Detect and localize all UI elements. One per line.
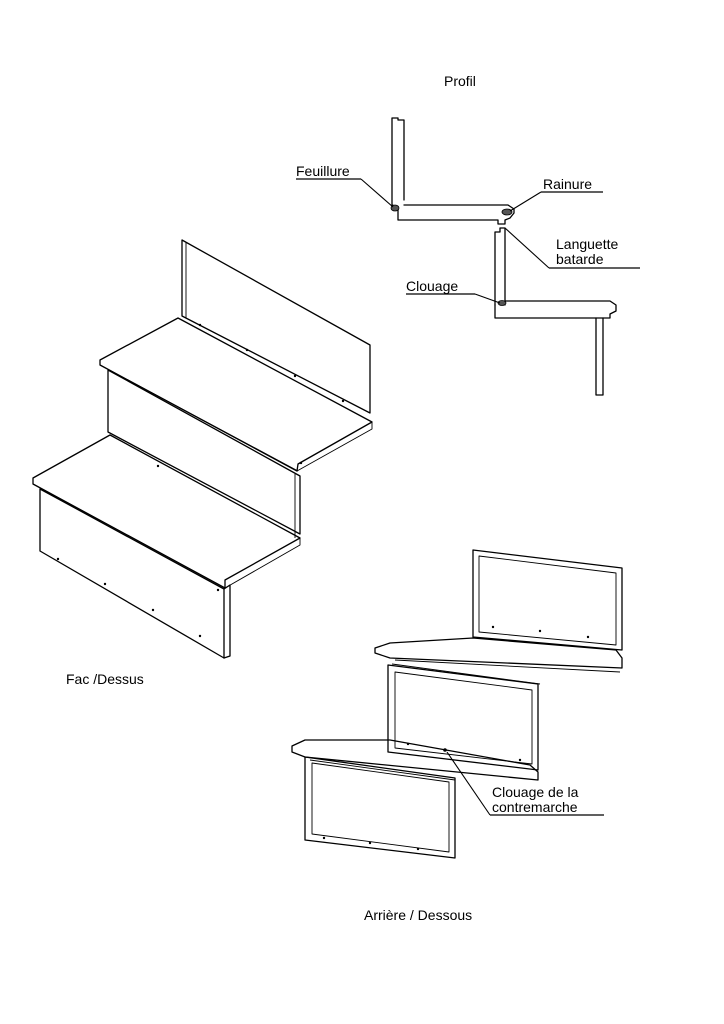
front-upper-tread-end [296, 422, 373, 472]
front-upper-tread-nose [99, 364, 299, 472]
feuillure-leader [360, 178, 394, 208]
rainure-leader [509, 191, 542, 212]
front-upper-tread-side [297, 421, 373, 465]
front-top-title: Fac /Dessus [66, 671, 144, 687]
profile-bottom-riser [595, 317, 604, 396]
back-upper-tread-groove [394, 659, 621, 673]
front-nail-dots [56, 323, 345, 638]
clouage-leader [474, 293, 501, 304]
clouage-detail [497, 300, 507, 306]
back-nail-dots [322, 625, 590, 851]
rainure-label: Rainure [543, 176, 592, 192]
languette-leader [504, 227, 550, 269]
clouage-contremarche-leader [446, 751, 491, 816]
front-upper-tread [99, 317, 373, 472]
front-lower-riser-side [223, 584, 231, 659]
front-lower-tread-end [224, 538, 301, 589]
front-upper-riser [181, 239, 371, 414]
clouage-contremarche-label-line1: Clouage de la [492, 784, 579, 800]
back-upper-riser-inner [478, 555, 617, 646]
front-lower-riser [39, 488, 225, 659]
rainure-detail [501, 208, 513, 216]
front-middle-riser [107, 369, 301, 535]
back-bottom-title: Arrière / Dessous [364, 907, 472, 923]
front-lower-tread [32, 434, 301, 589]
clouage-contremarche-label-line2: contremarche [492, 799, 578, 815]
back-upper-riser [472, 549, 623, 651]
profile-upper-tread [391, 204, 515, 225]
profile-lower-riser [494, 227, 506, 306]
back-lower-riser-inner [311, 762, 450, 853]
profile-title: Profil [444, 73, 476, 89]
languette-label-line1: Languette [556, 236, 618, 252]
feuillure-label: Feuillure [296, 163, 350, 179]
back-upper-tread [374, 637, 623, 669]
clouage-label: Clouage [406, 278, 458, 294]
back-lower-tread-under [309, 759, 456, 781]
back-lower-riser [304, 756, 456, 859]
front-top-view: Fac /Dessus [32, 239, 373, 687]
back-lower-tread [291, 739, 539, 781]
back-bottom-view: Clouage de la contremarche Arrière / Des… [291, 549, 623, 923]
profile-lower-tread [494, 300, 617, 319]
languette-label-line2: batarde [556, 251, 604, 267]
back-middle-riser-inner [394, 671, 533, 765]
profile-view: Profil Feuillure Rainure Languette batar… [296, 73, 640, 396]
back-middle-riser [387, 664, 539, 771]
front-lower-tread-nose [32, 483, 226, 589]
profile-upper-riser [391, 117, 405, 206]
